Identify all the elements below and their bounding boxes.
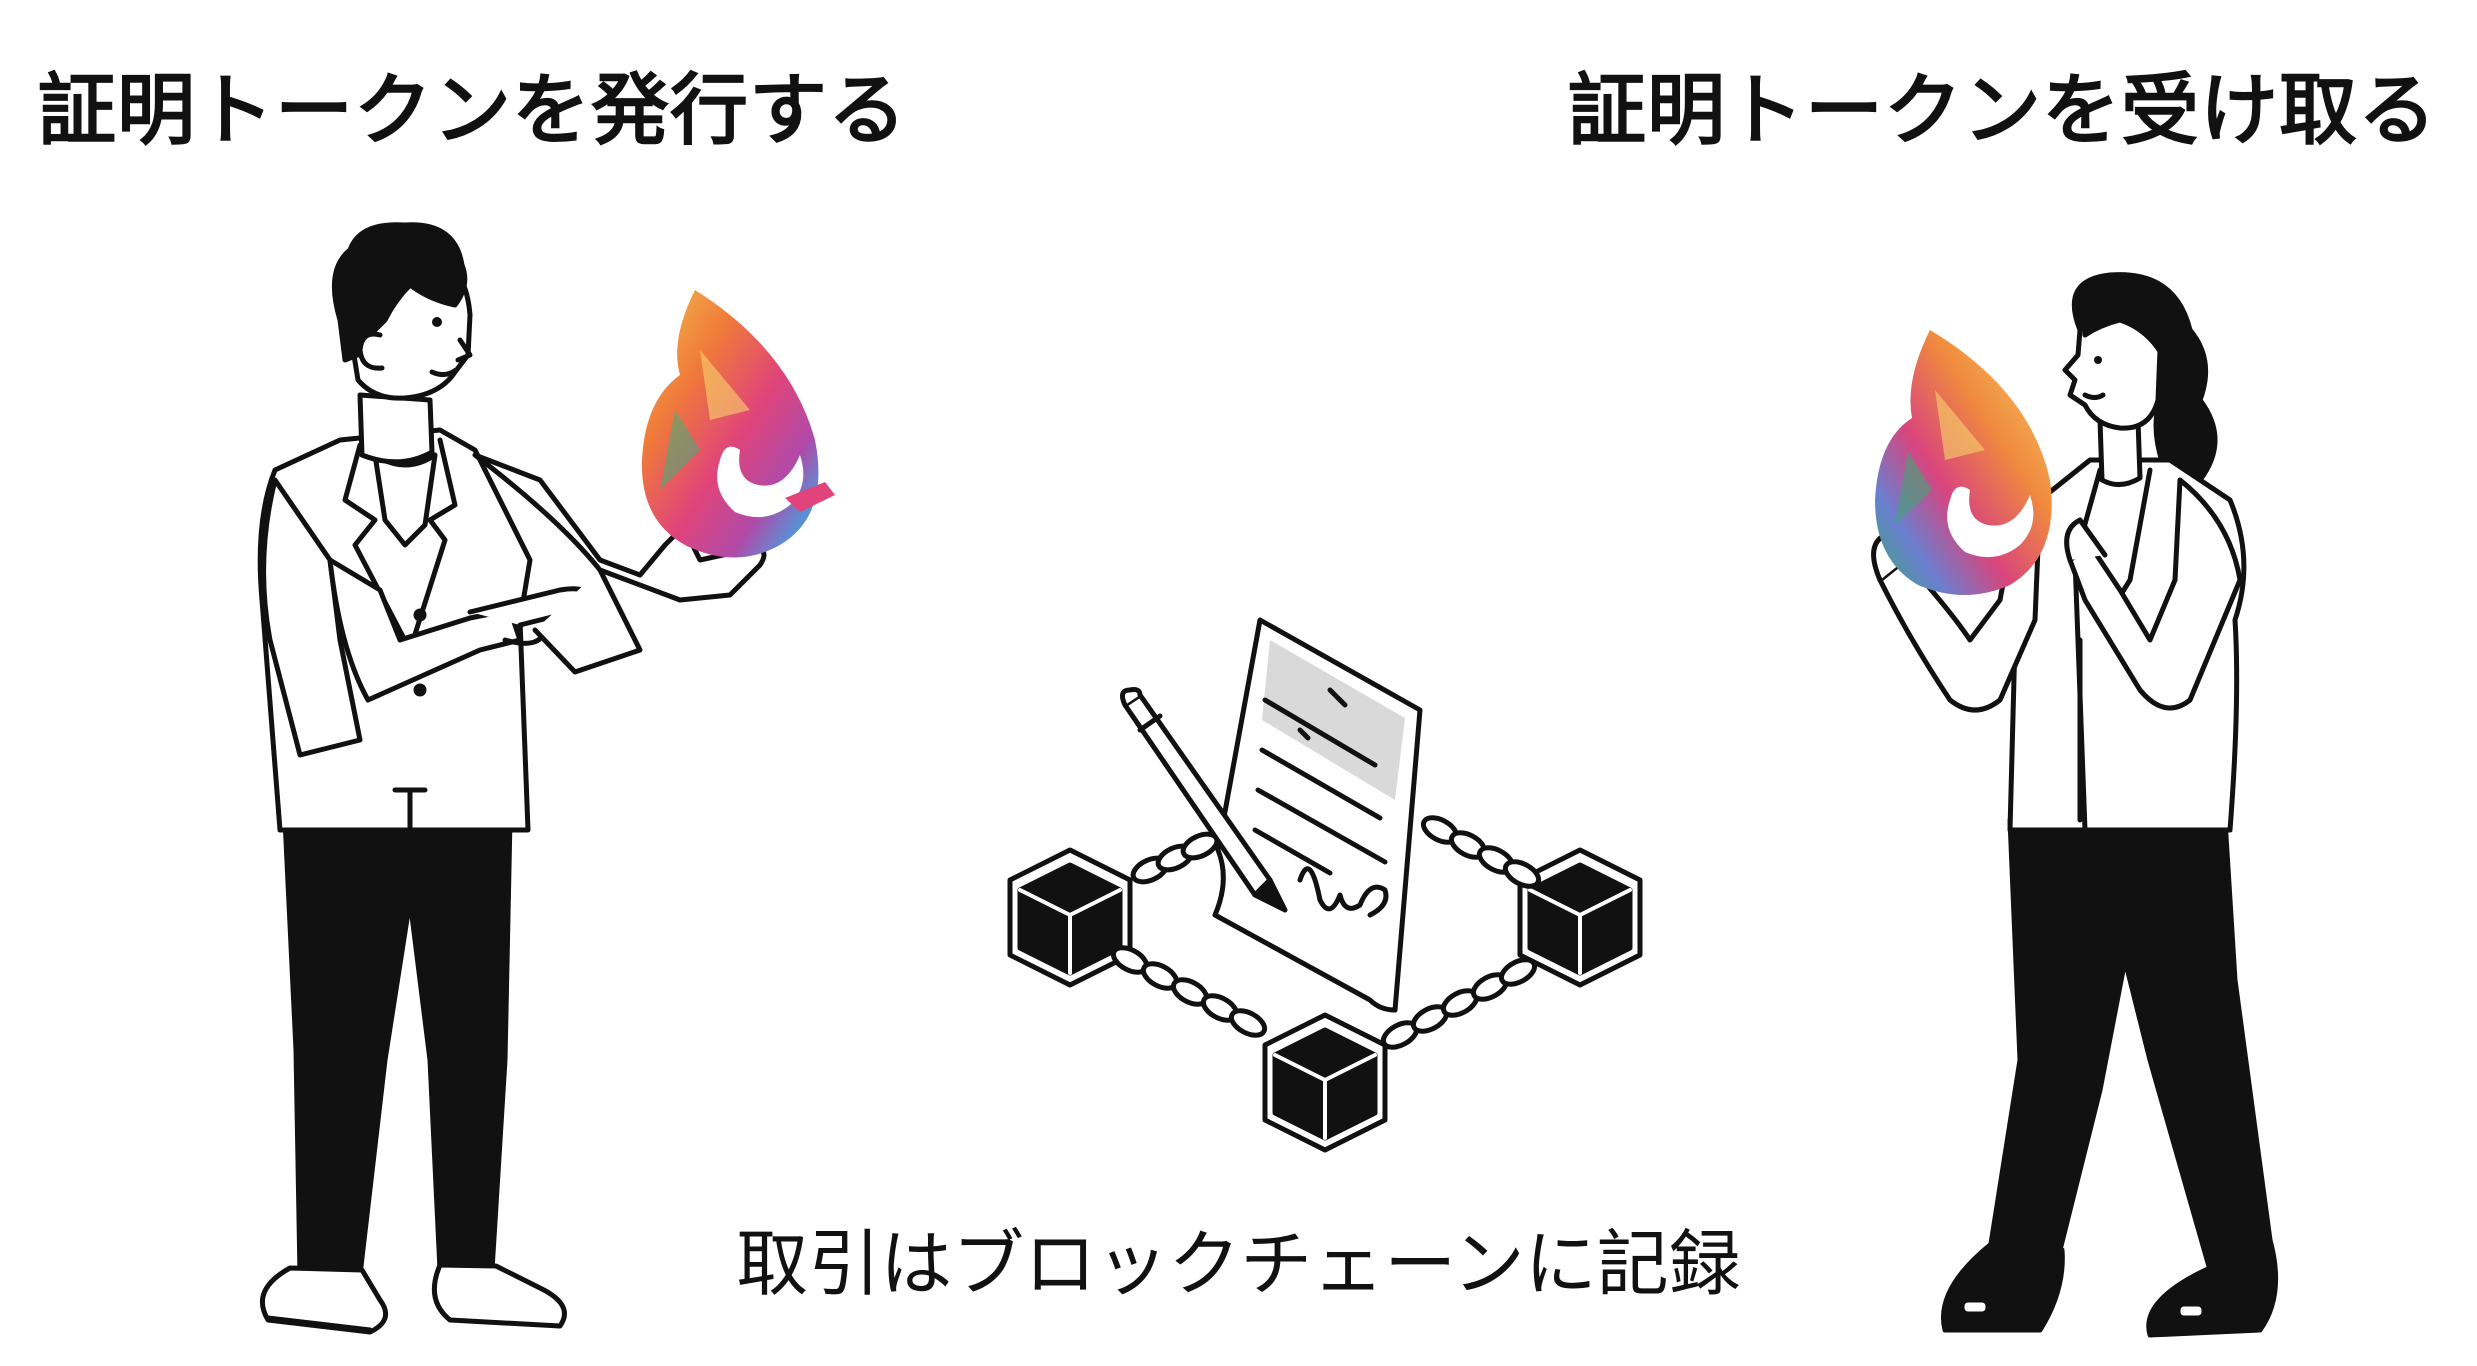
chain-icon: [1380, 957, 1538, 1050]
document-icon: [1212, 617, 1423, 1013]
block-icon: [1007, 847, 1133, 988]
issuer-person: [257, 222, 767, 1335]
issue-token-heading: 証明トークンを発行する: [38, 66, 908, 156]
block-icon: [1517, 847, 1643, 988]
issuer-trousers: [282, 817, 513, 1278]
blockchain-diagram: [1007, 617, 1643, 1153]
blockchain-caption: 取引はブロックチェーンに記録: [736, 1222, 1741, 1306]
issuer-hair: [331, 222, 468, 363]
flame-token-icon: [1875, 330, 2052, 595]
chain-icon: [1110, 945, 1268, 1038]
block-icon: [1262, 1012, 1388, 1153]
chain-icon: [1420, 815, 1542, 889]
receiver-person: [1871, 272, 2279, 1338]
receive-token-heading: 証明トークンを受け取る: [1567, 66, 2437, 156]
chain-icon: [1130, 831, 1220, 885]
receiver-trousers: [1987, 817, 2273, 1273]
issuer-right-shoe: [431, 1262, 567, 1329]
receiver-right-arm: [2067, 477, 2243, 711]
flame-token-icon: [641, 290, 835, 558]
pen-icon: [1119, 687, 1288, 913]
